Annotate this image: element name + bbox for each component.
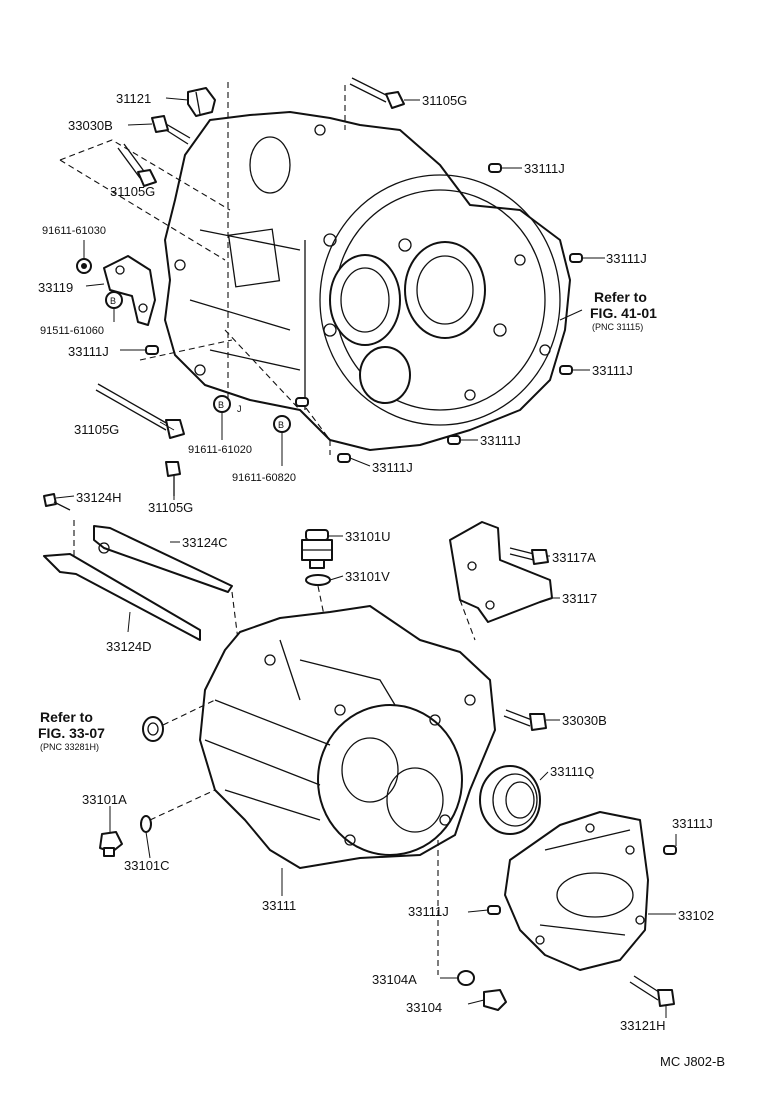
label-33104: 33104	[406, 1000, 442, 1015]
part-33124H-bolt	[43, 493, 71, 511]
reference-note-41-01: Refer to FIG. 41-01 (PNC 31115)	[590, 289, 657, 332]
part-33124C-bar	[93, 525, 233, 593]
label-33124D: 33124D	[106, 639, 152, 654]
label-33117A: 33117A	[552, 550, 596, 565]
figure-code: MC J802-B	[660, 1054, 725, 1069]
part-31105G-bolt-left1	[117, 143, 157, 187]
label-31105G-top: 31105G	[422, 93, 467, 108]
part-labels: 31121 33030B 31105G 31105G 33111J 91611-…	[38, 91, 714, 1033]
part-33030B-bolt-top	[151, 115, 191, 145]
label-33111J-lower: 33111J	[408, 904, 449, 919]
label-33124C: 33124C	[182, 535, 228, 550]
part-31105G-bolt-bottom	[165, 461, 181, 496]
callout-b2: B	[218, 400, 224, 410]
part-33117A-bolt	[509, 547, 549, 565]
label-33111J-mid: 33111J	[480, 433, 521, 448]
label-33119: 33119	[38, 280, 73, 295]
part-91611-61020-bolt: B	[213, 395, 231, 413]
part-33101V-gasket	[305, 574, 331, 586]
label-33101V: 33101V	[345, 569, 390, 584]
label-91611-61020: 91611-61020	[188, 444, 252, 456]
label-33111Q: 33111Q	[550, 764, 594, 779]
transaxle-housing-upper	[164, 111, 571, 451]
label-33101C: 33101C	[124, 858, 170, 873]
part-33117-bracket	[449, 521, 553, 623]
label-33111: 33111	[262, 898, 296, 913]
label-33111J-r1: 33111J	[524, 161, 565, 176]
part-91611-60820-bolt: B	[273, 415, 291, 433]
label-33102: 33102	[678, 908, 714, 923]
part-33030B-bolt-lower	[503, 709, 547, 731]
ref2-line1: Refer to	[40, 709, 93, 725]
label-33111J-left: 33111J	[68, 344, 109, 359]
part-33102-case-cover	[504, 811, 649, 971]
label-33111J-r2: 33111J	[606, 251, 647, 266]
ref1-line3: (PNC 31115)	[592, 322, 643, 332]
dowel-pin-lower	[487, 905, 501, 915]
label-91611-61030: 91611-61030	[42, 225, 106, 237]
part-91511-61060-bolt: B	[105, 291, 123, 309]
ref2-line2: FIG. 33-07	[38, 725, 105, 741]
label-33111J-bot: 33111J	[372, 460, 413, 475]
reference-note-33-07: Refer to FIG. 33-07 (PNC 33281H)	[38, 709, 105, 752]
part-31105G-bolt-top	[349, 77, 405, 109]
label-33030B-top: 33030B	[68, 118, 113, 133]
callout-j1: J	[237, 404, 242, 414]
label-31105G-left1: 31105G	[110, 184, 155, 199]
label-33121H: 33121H	[620, 1018, 666, 1033]
callout-b1: B	[110, 296, 116, 306]
label-33101A: 33101A	[82, 792, 127, 807]
part-31121-plug	[187, 87, 216, 117]
part-33111Q-oil-seal	[479, 765, 541, 835]
part-33119-bracket	[103, 255, 156, 326]
label-91511-61060: 91511-61060	[40, 325, 104, 337]
leader-lines	[55, 97, 677, 1018]
part-33124D-bar	[43, 553, 201, 641]
label-33117: 33117	[562, 591, 597, 606]
part-33104A-gasket	[457, 970, 475, 986]
ref1-line2: FIG. 41-01	[590, 305, 657, 321]
dowel-pin-br	[663, 845, 677, 855]
oil-seal-ref-33-07	[142, 716, 164, 742]
part-31105G-stud-bolt	[95, 383, 185, 439]
label-33104A: 33104A	[372, 972, 417, 987]
label-33111J-br: 33111J	[672, 816, 713, 831]
part-33101U-switch	[301, 529, 333, 569]
label-91611-60820: 91611-60820	[232, 472, 296, 484]
part-33104-plug	[483, 989, 507, 1011]
label-33030B-bot: 33030B	[562, 713, 607, 728]
label-33111J-r3: 33111J	[592, 363, 633, 378]
part-33121H-bolt	[629, 975, 675, 1007]
label-33124H: 33124H	[76, 490, 122, 505]
ref1-line1: Refer to	[594, 289, 647, 305]
part-33101C-gasket	[140, 815, 152, 833]
part-33101A-plug	[99, 831, 123, 857]
callout-b3: B	[278, 420, 284, 430]
part-91611-61030-nut	[76, 258, 92, 274]
label-31121: 31121	[116, 91, 151, 106]
transaxle-case-lower-33111	[199, 605, 496, 869]
label-33101U: 33101U	[345, 529, 391, 544]
label-31105G-left2: 31105G	[74, 422, 119, 437]
label-31105G-bot: 31105G	[148, 500, 193, 515]
ref2-line3: (PNC 33281H)	[40, 742, 99, 752]
